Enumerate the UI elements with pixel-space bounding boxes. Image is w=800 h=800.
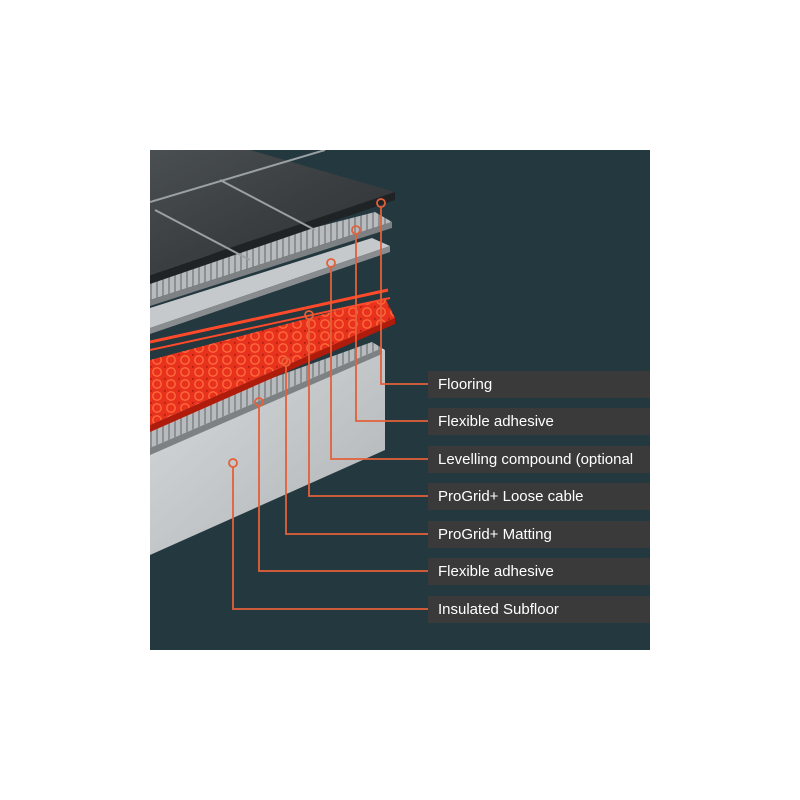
- label-flexible-adhesive-top: Flexible adhesive: [428, 408, 650, 435]
- layer-illustration: [150, 150, 428, 610]
- label-matting: ProGrid+ Matting: [428, 521, 650, 548]
- label-levelling-compound: Levelling compound (optional: [428, 446, 650, 473]
- label-loose-cable: ProGrid+ Loose cable: [428, 483, 650, 510]
- levelling-layer: [150, 238, 390, 334]
- lower-adhesive-layer: [150, 342, 382, 455]
- matting-layer: [150, 298, 395, 432]
- leader-lines: [228, 198, 428, 610]
- underfloor-heating-diagram: Flooring Flexible adhesive Levelling com…: [150, 150, 650, 650]
- flooring-layer: [150, 150, 395, 284]
- loose-cable-layer: [150, 288, 391, 351]
- label-flexible-adhesive-bottom: Flexible adhesive: [428, 558, 650, 585]
- label-insulated-subfloor: Insulated Subfloor: [428, 596, 650, 623]
- label-flooring: Flooring: [428, 371, 650, 398]
- upper-adhesive-layer: [150, 212, 392, 306]
